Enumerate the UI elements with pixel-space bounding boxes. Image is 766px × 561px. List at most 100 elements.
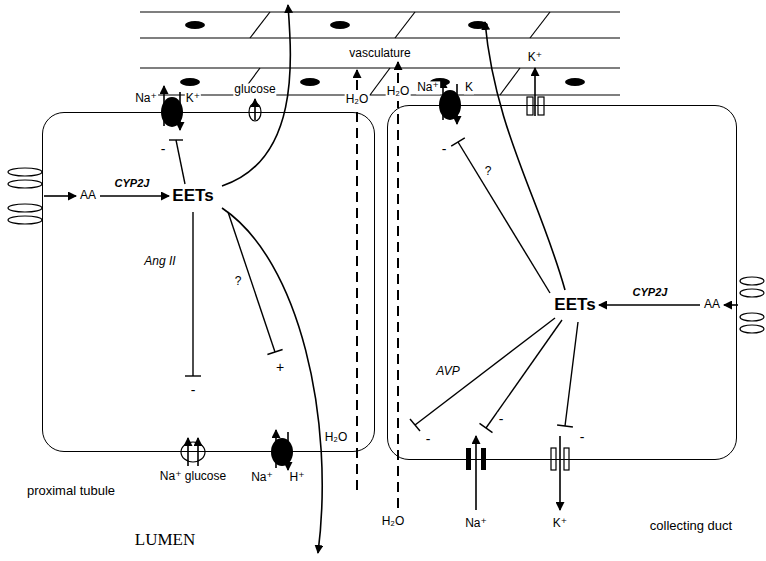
inhibition-bar xyxy=(185,375,201,376)
ion-flux-arrow xyxy=(559,436,561,510)
inhibition-line xyxy=(486,320,562,428)
microvillus xyxy=(740,289,764,297)
na-channel xyxy=(481,448,486,470)
water-label: H₂O xyxy=(324,431,349,444)
ion-label: K⁺ xyxy=(527,51,543,64)
endothelial-nucleus xyxy=(330,21,350,29)
ion-label: Na⁺ xyxy=(416,81,440,94)
ion-flux-arrow xyxy=(179,92,181,130)
efflux-arrow xyxy=(222,5,290,186)
cell-junction xyxy=(395,12,415,38)
vessel-wall xyxy=(140,37,620,38)
mediator-label: Ang II xyxy=(143,255,176,268)
cell-name: collecting duct xyxy=(648,519,734,534)
ion-label: Na⁺ xyxy=(464,517,488,530)
enzyme-label: CYP2J xyxy=(632,286,669,298)
solute-label: Na⁺ glucose xyxy=(159,470,227,483)
water-label: H₂O xyxy=(381,515,406,528)
cell-junction xyxy=(530,12,550,38)
cell-junction xyxy=(500,68,520,95)
microvillus xyxy=(8,204,42,212)
vessel-wall xyxy=(140,11,620,12)
k-channel xyxy=(564,448,569,470)
vessel-label: vasculature xyxy=(347,47,412,61)
microvillus xyxy=(740,277,764,285)
unknown-mark: ? xyxy=(234,275,243,288)
inhibition-bar xyxy=(480,423,493,432)
ion-flux-arrow xyxy=(456,84,458,124)
substrate-label: AA xyxy=(703,298,721,311)
water-path xyxy=(356,70,358,90)
product-label: EETs xyxy=(171,187,214,206)
enzyme-label: CYP2J xyxy=(114,177,151,189)
k-channel xyxy=(538,97,544,115)
ion-label: Na⁺ xyxy=(134,92,158,105)
inhibition-bar xyxy=(169,139,183,140)
effect-sign: - xyxy=(160,142,167,157)
water-path xyxy=(356,110,358,490)
endothelial-nucleus xyxy=(185,21,205,29)
efflux-arrow xyxy=(485,22,565,290)
na-channel xyxy=(466,448,471,470)
ion-label: Na⁺ xyxy=(250,471,274,484)
inhibition-line xyxy=(415,318,555,425)
inhibition-bar xyxy=(267,350,282,355)
k-channel xyxy=(527,97,533,115)
microvillus xyxy=(8,168,42,176)
unknown-mark: ? xyxy=(484,165,493,178)
inhibition-bar xyxy=(557,425,573,427)
ion-flux-arrow xyxy=(187,438,189,466)
ion-flux-arrow xyxy=(254,99,256,120)
inhibition-line xyxy=(565,322,578,426)
water-label: H₂O xyxy=(345,93,370,106)
effect-sign: - xyxy=(425,432,432,447)
ion-flux-arrow xyxy=(442,80,444,120)
effect-sign: - xyxy=(579,430,586,445)
ion-flux-arrow xyxy=(287,432,289,470)
water-path xyxy=(397,62,399,83)
ion-flux-arrow xyxy=(534,68,536,116)
ion-label: K⁺ xyxy=(552,517,568,530)
vessel-band: vasculature xyxy=(140,12,620,95)
water-label: H₂O xyxy=(386,85,411,98)
microvillus xyxy=(8,180,42,188)
ion-flux-arrow xyxy=(163,86,165,126)
inhibition-bar xyxy=(410,419,420,431)
inhibition-line xyxy=(228,212,275,352)
tubule-cell: proximal tubule xyxy=(42,112,375,452)
endothelial-nucleus xyxy=(180,78,200,86)
synthesis-arrow xyxy=(100,195,169,197)
inhibition-line xyxy=(458,142,550,293)
inhibition-line xyxy=(192,212,193,376)
ion-label: H⁺ xyxy=(289,471,306,484)
na-h-exchanger xyxy=(271,438,293,466)
inhibition-bar xyxy=(451,138,465,146)
ion-label: K⁺ xyxy=(185,92,201,105)
endothelial-nucleus xyxy=(300,78,320,86)
duct-cell: collecting duct xyxy=(387,105,737,460)
effect-sign: + xyxy=(275,360,285,375)
vessel-wall xyxy=(140,67,620,68)
efflux-arrow xyxy=(222,208,322,553)
substrate-label: AA xyxy=(79,189,97,202)
k-channel xyxy=(551,448,556,470)
na-glucose-cotransporter xyxy=(181,442,205,462)
synthesis-arrow xyxy=(599,304,700,306)
ion-flux-arrow xyxy=(197,438,199,466)
ion-flux-arrow xyxy=(475,436,477,510)
mediator-label: AVP xyxy=(435,365,460,378)
inhibition-line xyxy=(176,140,185,184)
cell-junction xyxy=(250,12,270,38)
microvillus xyxy=(740,325,764,333)
release-arrow xyxy=(724,304,738,306)
effect-sign: - xyxy=(498,412,505,427)
release-arrow xyxy=(44,195,76,197)
product-label: EETs xyxy=(553,296,596,315)
water-path xyxy=(397,101,399,508)
effect-sign: - xyxy=(190,383,197,398)
solute-label: glucose xyxy=(233,83,276,96)
endothelial-nucleus xyxy=(565,78,585,86)
cell-name: proximal tubule xyxy=(25,484,117,499)
